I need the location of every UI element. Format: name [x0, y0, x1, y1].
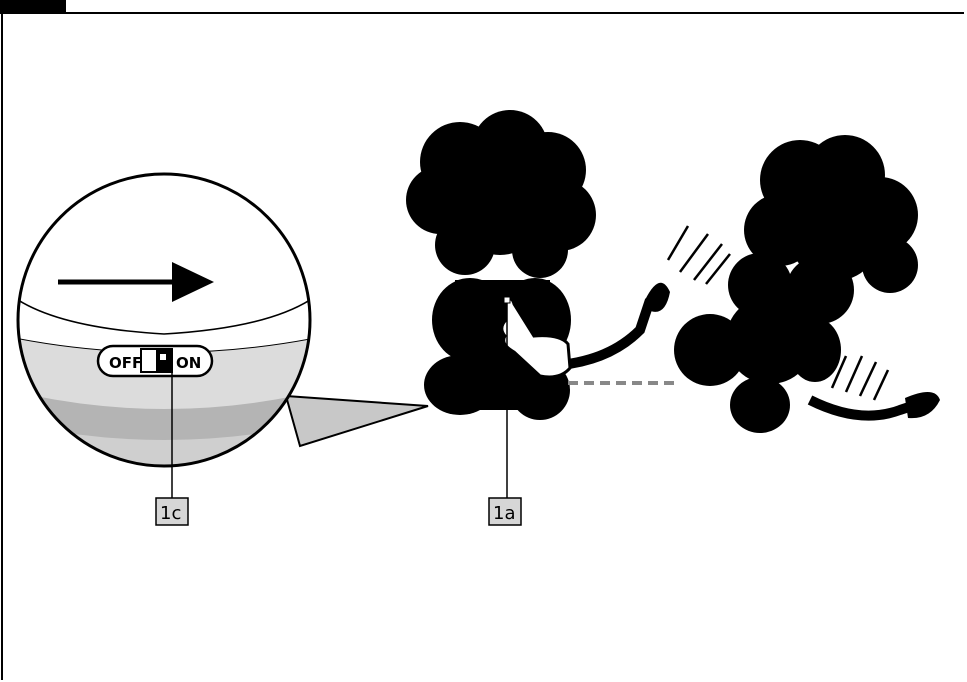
magnifier-pointer	[284, 394, 429, 448]
callout-1c-label: 1c	[160, 503, 181, 524]
callout-1a-label: 1a	[493, 503, 515, 524]
callout-1a: 1a	[488, 497, 522, 526]
magnified-ball: OFF ON	[16, 172, 312, 498]
motion-lines-icon	[666, 225, 890, 401]
switch-off-label: OFF	[109, 354, 142, 372]
toy-silhouette-icon	[406, 110, 670, 420]
page-corner-tab	[0, 0, 66, 14]
callout-1c: 1c	[155, 497, 189, 526]
pointing-hand-icon	[500, 296, 572, 498]
arrow-right-icon	[58, 262, 214, 302]
switch-on-label: ON	[176, 354, 201, 372]
toy-silhouette-icon	[674, 135, 940, 433]
figure-frame	[1, 12, 964, 680]
